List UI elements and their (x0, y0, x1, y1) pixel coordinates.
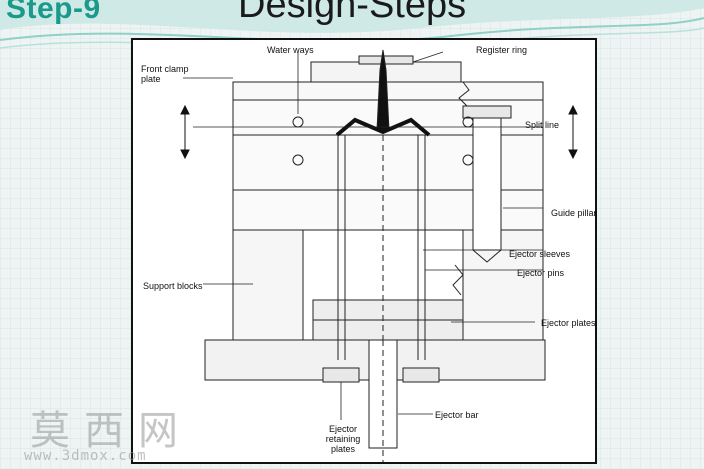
label-ejector-retaining-3: plates (330, 444, 356, 454)
mould-diagram: Water ways Register ring Front clamp pla… (131, 38, 597, 464)
slide-title: Design-Steps (238, 0, 467, 26)
label-support-blocks: Support blocks (143, 281, 203, 291)
label-register-ring: Register ring (476, 45, 528, 55)
mould-drawing (180, 49, 578, 462)
label-ejector-retaining-2: retaining (325, 434, 361, 444)
label-ejector-plates: Ejector plates (541, 318, 596, 328)
label-guide-pillar: Guide pillar (551, 208, 597, 218)
watermark: 莫西网 www.3dmox.com (24, 398, 200, 468)
label-ejector-bar: Ejector bar (435, 410, 479, 420)
label-water-ways: Water ways (267, 45, 314, 55)
label-ejector-sleeves: Ejector sleeves (509, 249, 571, 259)
label-front-clamp-1: Front clamp (141, 64, 189, 74)
step-label: Step-9 (6, 0, 101, 25)
watermark-chinese: 莫西网 (30, 408, 192, 454)
label-front-clamp-2: plate (141, 74, 161, 84)
label-ejector-pins: Ejector pins (517, 268, 565, 278)
label-split-line: Split line (525, 120, 560, 130)
label-ejector-retaining-1: Ejector (328, 424, 357, 434)
watermark-url: www.3dmox.com (24, 448, 147, 464)
